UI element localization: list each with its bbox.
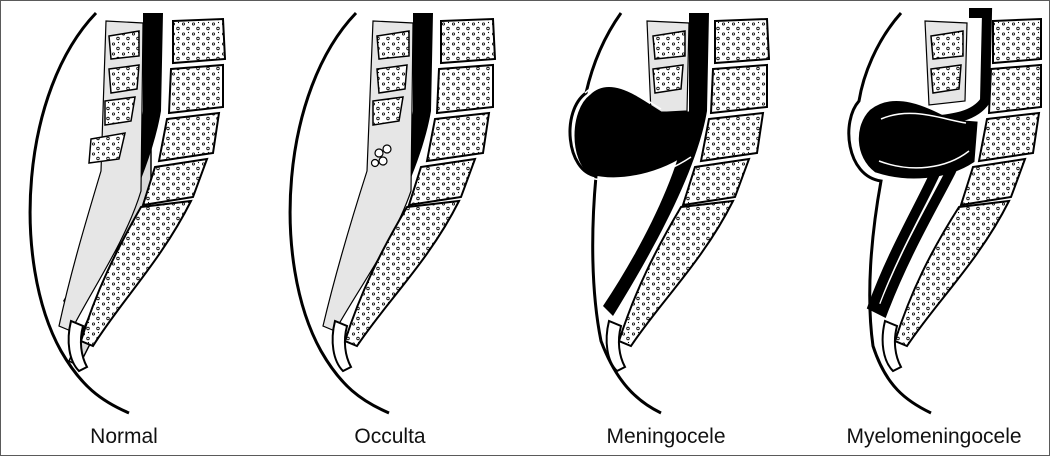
caption-meningocele: Meningocele bbox=[606, 425, 725, 449]
panel-normal bbox=[30, 13, 225, 413]
caption-occulta: Occulta bbox=[354, 425, 425, 449]
panel-myelomeningocele bbox=[849, 13, 1041, 413]
caption-normal: Normal bbox=[90, 425, 158, 449]
panel-meningocele bbox=[570, 13, 769, 413]
caption-myelomeningocele: Myelomeningocele bbox=[846, 425, 1021, 449]
panel-occulta bbox=[290, 13, 495, 413]
